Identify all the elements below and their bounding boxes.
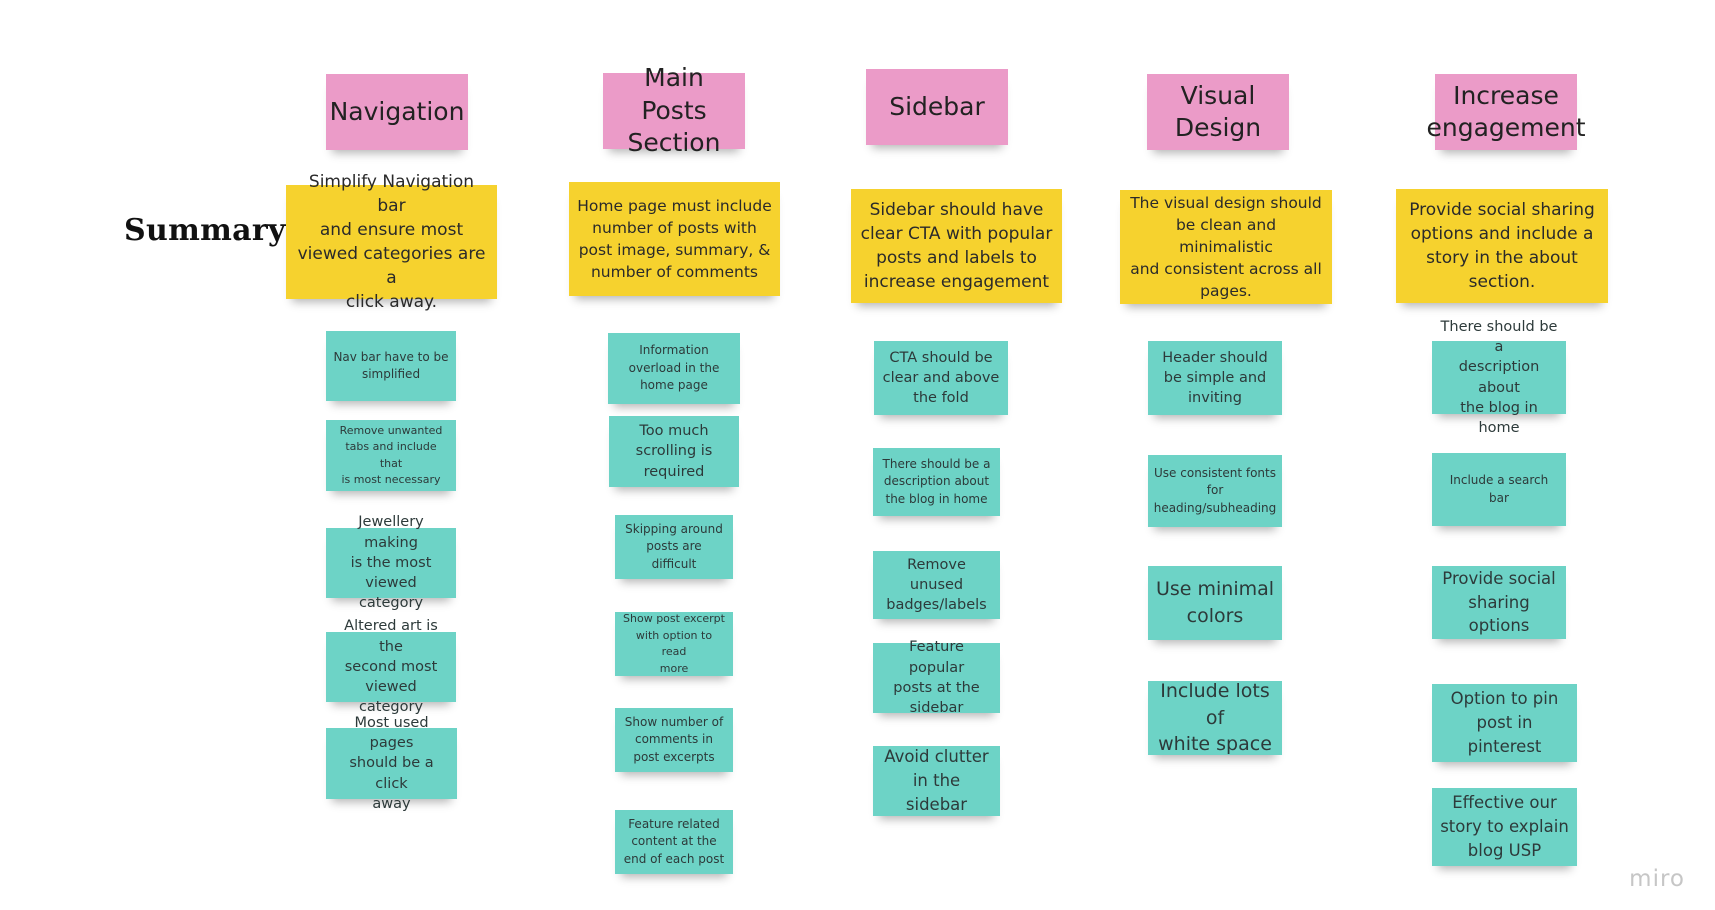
- idea-note[interactable]: Include lots of white space: [1148, 680, 1282, 755]
- summary-row-label: Summary: [124, 213, 286, 248]
- idea-note[interactable]: Skipping around posts are difficult: [615, 515, 733, 579]
- idea-note[interactable]: Feature related content at the end of ea…: [615, 810, 733, 874]
- header-note-increase-engagement[interactable]: Increase engagement: [1426, 74, 1586, 150]
- idea-note[interactable]: There should be a description about the …: [1432, 319, 1566, 436]
- idea-note[interactable]: Show post excerpt with option to read mo…: [615, 612, 733, 676]
- idea-note[interactable]: Use consistent fonts for heading/subhead…: [1148, 455, 1282, 527]
- idea-note[interactable]: Provide social sharing options: [1432, 566, 1566, 639]
- idea-note[interactable]: Header should be simple and inviting: [1148, 341, 1282, 415]
- idea-note[interactable]: Avoid clutter in the sidebar: [873, 746, 1000, 816]
- summary-note-sidebar[interactable]: Sidebar should have clear CTA with popul…: [851, 189, 1062, 303]
- idea-note[interactable]: Option to pin post in pinterest: [1432, 684, 1577, 762]
- idea-note[interactable]: CTA should be clear and above the fold: [874, 341, 1008, 415]
- summary-note-visual-design[interactable]: The visual design should be clean and mi…: [1120, 190, 1332, 304]
- idea-note[interactable]: Nav bar have to be simplified: [326, 331, 456, 401]
- summary-note-main-posts[interactable]: Home page must include number of posts w…: [569, 182, 780, 296]
- idea-note[interactable]: Altered art is the second most viewed ca…: [326, 618, 456, 715]
- header-note-navigation[interactable]: Navigation: [326, 74, 468, 150]
- idea-note[interactable]: Include a search bar: [1432, 453, 1566, 526]
- idea-note[interactable]: Remove unwanted tabs and include that is…: [326, 420, 456, 491]
- summary-note-navigation[interactable]: Simplify Navigation bar and ensure most …: [286, 172, 497, 312]
- header-note-visual-design[interactable]: Visual Design: [1147, 74, 1289, 150]
- idea-note[interactable]: Show number of comments in post excerpts: [615, 708, 733, 772]
- idea-note[interactable]: There should be a description about the …: [873, 448, 1000, 516]
- idea-note[interactable]: Information overload in the home page: [608, 333, 740, 404]
- header-note-sidebar[interactable]: Sidebar: [866, 69, 1008, 145]
- miro-watermark: miro: [1629, 866, 1685, 892]
- summary-note-increase-engagement[interactable]: Provide social sharing options and inclu…: [1396, 189, 1608, 303]
- idea-note[interactable]: Feature popular posts at the sidebar: [873, 639, 1000, 716]
- idea-note[interactable]: Remove unused badges/labels: [873, 551, 1000, 619]
- idea-note[interactable]: Too much scrolling is required: [609, 416, 739, 487]
- idea-note[interactable]: Use minimal colors: [1148, 566, 1282, 640]
- idea-note[interactable]: Most used pages should be a click away: [326, 715, 457, 812]
- header-note-main-posts[interactable]: Main Posts Section: [603, 63, 745, 157]
- idea-note[interactable]: Effective our story to explain blog USP: [1432, 788, 1577, 866]
- idea-note[interactable]: Jewellery making is the most viewed cate…: [326, 514, 456, 611]
